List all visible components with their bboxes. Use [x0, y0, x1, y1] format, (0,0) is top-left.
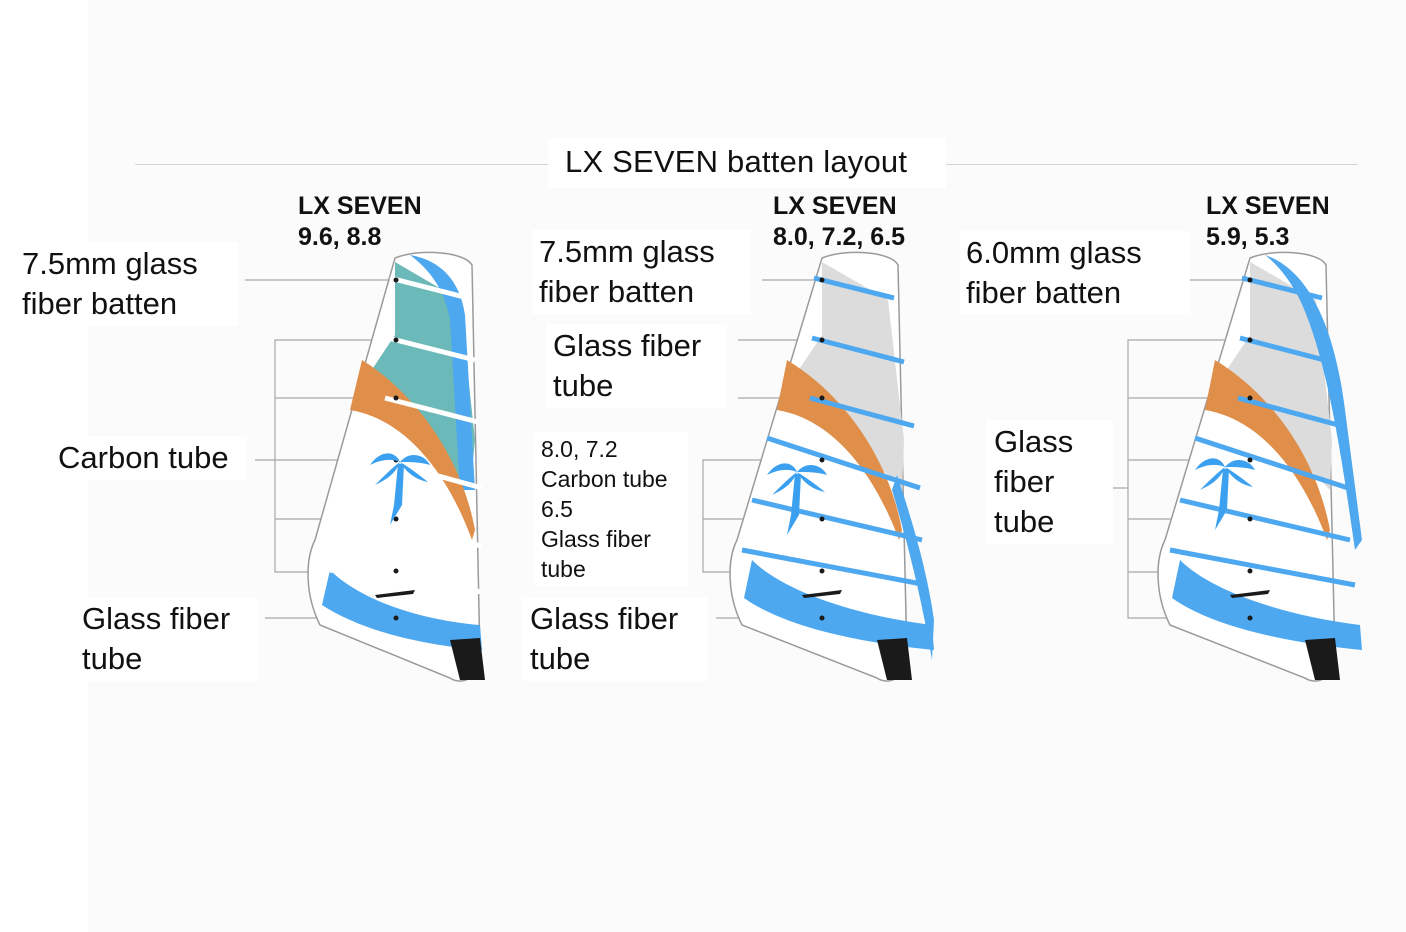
label-line: 6.0mm glass — [966, 235, 1142, 270]
label-bottom-glass-1: Glass fiber tube — [74, 597, 259, 681]
title-rule-right — [946, 164, 1358, 165]
title-box — [548, 138, 946, 188]
label-line: Carbon tube — [541, 466, 668, 492]
label-line: tube — [541, 556, 586, 582]
label-line: fiber — [994, 464, 1055, 499]
sail-diagram-2 — [729, 251, 934, 682]
label-line: tube — [553, 368, 614, 403]
model-name: LX SEVEN — [1206, 192, 1330, 220]
sail-body-panel — [1220, 262, 1332, 490]
model-heading-1: LX SEVEN 9.6, 8.8 — [298, 191, 422, 253]
sail-orange-panel — [350, 360, 475, 540]
label-line: Glass fiber — [82, 601, 231, 636]
label-line: Glass fiber — [541, 526, 651, 552]
sail-orange-panel — [777, 360, 902, 540]
sail-diagram-1 — [307, 251, 485, 682]
label-line: Glass fiber — [553, 328, 702, 363]
batten-lines — [1169, 275, 1356, 588]
label-line: 6.5 — [541, 496, 573, 522]
label-bottom-glass-2: Glass fiber tube — [522, 597, 709, 681]
model-name: LX SEVEN — [773, 192, 897, 220]
label-top-batten-2: 7.5mm glass fiber batten — [532, 230, 751, 314]
sail-leech-blue — [1265, 255, 1362, 550]
sail-foot-blue — [744, 560, 934, 650]
label-top-batten-1: 7.5mm glass fiber batten — [14, 242, 238, 326]
model-heading-3: LX SEVEN 5.9, 5.3 — [1206, 191, 1330, 253]
label-line: Carbon tube — [58, 440, 229, 475]
palm-tree-icon — [767, 463, 827, 535]
label-glass-tube-3: Glass fiber tube — [986, 420, 1114, 544]
model-sizes: 9.6, 8.8 — [298, 223, 382, 251]
label-line: fiber batten — [966, 275, 1122, 310]
palm-tree-icon — [1195, 458, 1255, 530]
model-sizes: 8.0, 7.2, 6.5 — [773, 223, 906, 251]
sail-diagram-3 — [1157, 251, 1362, 682]
sail-foot-blue — [1172, 560, 1362, 650]
label-line: 7.5mm glass — [539, 234, 715, 269]
sail-foot-blue — [322, 570, 482, 650]
sail-body-panel — [365, 262, 475, 490]
sail-logo-icon — [375, 590, 415, 598]
sail-clew-black — [877, 638, 912, 680]
sail-leech-blue — [892, 475, 934, 660]
label-note-2: 8.0, 7.2 Carbon tube 6.5 Glass fiber tub… — [534, 432, 688, 586]
diagram-title: LX SEVEN batten layout — [565, 144, 908, 179]
label-mid-glass-2: Glass fiber tube — [546, 324, 728, 408]
label-line: Glass — [994, 424, 1074, 459]
label-line: 8.0, 7.2 — [541, 436, 618, 462]
label-line: fiber batten — [539, 274, 695, 309]
label-line: tube — [82, 641, 143, 676]
sail-orange-panel — [1205, 360, 1330, 540]
label-line: tube — [994, 504, 1055, 539]
sail-body-panel — [792, 262, 904, 490]
model-sizes: 5.9, 5.3 — [1206, 223, 1290, 251]
sail-clew-black — [1305, 638, 1340, 680]
label-line: 7.5mm glass — [22, 246, 198, 281]
model-name: LX SEVEN — [298, 192, 422, 220]
batten-dots — [819, 277, 825, 621]
sail-logo-icon — [1230, 590, 1270, 598]
label-line: Glass fiber — [530, 601, 679, 636]
batten-lines — [741, 275, 928, 588]
model-heading-2: LX SEVEN 8.0, 7.2, 6.5 — [773, 191, 905, 253]
label-line: fiber batten — [22, 286, 178, 321]
sail-logo-icon — [802, 590, 842, 598]
sail-leech-blue — [410, 255, 475, 490]
batten-dots — [1247, 277, 1253, 621]
label-top-batten-3: 6.0mm glass fiber batten — [960, 231, 1190, 315]
label-carbon-tube-1: Carbon tube — [52, 436, 247, 480]
label-line: tube — [530, 641, 591, 676]
title-rule-left — [135, 164, 548, 165]
palm-tree-icon — [370, 453, 430, 525]
sail-clew-black — [450, 638, 485, 680]
